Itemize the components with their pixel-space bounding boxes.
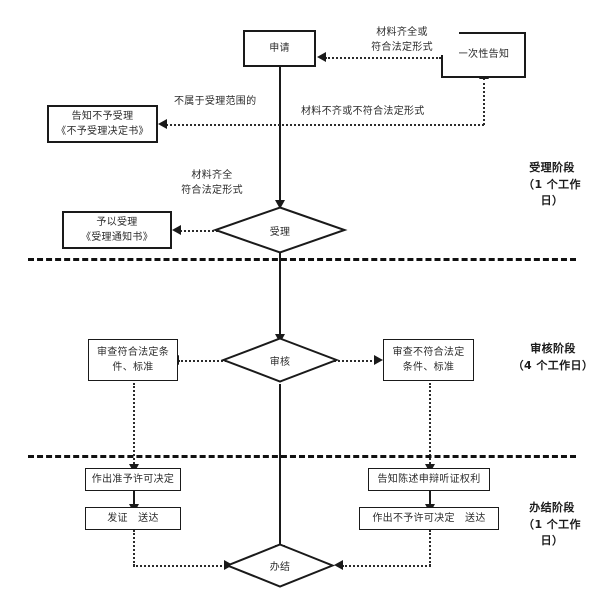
node-notify-rights[interactable]: 告知陈述申辩听证权利 <box>368 468 490 491</box>
stage-caption-acceptance: 受理阶段 （1 个工作 日） <box>512 160 592 210</box>
node-grant-permit-decision[interactable]: 作出准予许可决定 <box>85 468 181 491</box>
stage-divider-review <box>28 455 576 458</box>
stage-caption-finish: 办结阶段 （1 个工作 日） <box>512 500 592 550</box>
node-review-not-conforms[interactable]: 审查不符合法定 条件、标准 <box>383 339 474 381</box>
connector-apply-trunk <box>279 67 281 202</box>
edge-label-out-of-scope: 不属于受理范围的 <box>172 95 259 110</box>
node-notify-rights-label: 告知陈述申辩听证权利 <box>377 473 481 485</box>
node-review-not-conforms-line2: 条件、标准 <box>402 361 455 373</box>
stage-caption-review: 审核阶段 （4 个工作日） <box>508 341 598 374</box>
connector-deny-down <box>429 530 431 566</box>
arrowhead-to-do-accept <box>172 225 181 235</box>
arrowhead-to-apply <box>317 52 326 62</box>
diamond-shape-accept <box>212 206 348 254</box>
connector-grant-to-issue <box>133 491 135 508</box>
node-grant-acceptance-line1: 予以受理 <box>96 217 138 228</box>
edge-label-materials-ok-line1: 材料齐全或 <box>376 27 428 38</box>
connector-onetime-to-apply <box>325 57 441 59</box>
stage-acceptance-line2: （1 个工作 <box>523 177 581 191</box>
stage-finish-line2: （1 个工作 <box>523 517 581 531</box>
connector-issue-down <box>133 530 135 566</box>
node-review-conforms-line2: 件、标准 <box>112 361 154 373</box>
stage-finish-line1: 办结阶段 <box>529 501 575 514</box>
stage-divider-acceptance <box>28 258 576 261</box>
arrowhead-to-no-accept <box>158 119 167 129</box>
node-grant-acceptance[interactable]: 予以受理 《受理通知书》 <box>62 211 172 249</box>
node-deny-permit-decision-label: 作出不予许可决定 送达 <box>372 512 486 524</box>
connector-rights-to-deny <box>429 491 431 508</box>
node-issue-certificate-label: 发证 送达 <box>107 512 159 524</box>
node-review-conforms[interactable]: 审查符合法定条 件、标准 <box>88 339 178 381</box>
node-notify-no-acceptance-line2: 《不予受理决定书》 <box>56 125 149 137</box>
connector-incomplete-row <box>166 124 484 126</box>
node-finish-decision[interactable]: 办结 <box>224 543 336 588</box>
connector-deny-to-finish <box>342 565 431 567</box>
stage-review-line2: （4 个工作日） <box>512 358 594 372</box>
diamond-shape-finish <box>224 543 336 588</box>
edge-label-materials-ok-line2: 符合法定形式 <box>371 41 433 53</box>
connector-review-to-conform <box>178 360 242 362</box>
node-one-time-notice-label: 一次性告知 <box>457 49 510 61</box>
connector-conform-down <box>133 383 135 468</box>
node-notify-no-acceptance[interactable]: 告知不予受理 《不予受理决定书》 <box>47 105 158 143</box>
node-grant-permit-decision-label: 作出准予许可决定 <box>91 473 175 485</box>
node-grant-acceptance-line2: 《受理通知书》 <box>80 231 154 243</box>
edge-label-materials-ok-or-conform: 材料齐全或 符合法定形式 <box>345 26 459 55</box>
node-issue-certificate[interactable]: 发证 送达 <box>85 507 181 530</box>
edge-label-materials-complete-line2: 符合法定形式 <box>181 184 243 196</box>
connector-review-to-finish <box>279 384 281 547</box>
stage-acceptance-line1: 受理阶段 <box>529 161 575 174</box>
arrowhead-to-not-conform <box>374 355 383 365</box>
arrowhead-deny-to-finish <box>334 560 343 570</box>
edge-label-materials-complete-line1: 材料齐全 <box>191 170 233 181</box>
node-notify-no-acceptance-line1: 告知不予受理 <box>71 111 134 122</box>
connector-issue-to-finish <box>133 565 226 567</box>
edge-label-materials-complete: 材料齐全 符合法定形式 <box>167 169 257 198</box>
connector-accept-to-review <box>279 252 281 336</box>
diamond-shape-review <box>220 337 340 383</box>
stage-finish-line3: 日） <box>540 534 564 547</box>
node-apply[interactable]: 申请 <box>243 30 316 67</box>
node-review-decision[interactable]: 审核 <box>220 337 340 383</box>
connector-incomplete-riser <box>483 78 485 125</box>
node-accept-decision[interactable]: 受理 <box>212 206 348 254</box>
edge-label-materials-incomplete-line1: 材料不齐或不符合法定形式 <box>301 106 425 117</box>
arrowhead-to-accept <box>275 200 285 209</box>
stage-acceptance-line3: 日） <box>540 194 564 207</box>
node-review-conforms-line1: 审查符合法定条 <box>96 347 170 358</box>
node-review-not-conforms-line1: 审查不符合法定 <box>392 347 465 358</box>
edge-label-materials-incomplete: 材料不齐或不符合法定形式 <box>299 105 427 120</box>
node-deny-permit-decision[interactable]: 作出不予许可决定 送达 <box>359 507 499 530</box>
node-apply-label: 申请 <box>269 42 290 54</box>
connector-accept-to-grant <box>180 230 242 232</box>
connector-not-conform-down <box>429 383 431 468</box>
connector-review-to-not-conform <box>318 360 376 362</box>
edge-label-out-of-scope-line1: 不属于受理范围的 <box>174 96 257 107</box>
stage-review-line1: 审核阶段 <box>530 342 576 355</box>
